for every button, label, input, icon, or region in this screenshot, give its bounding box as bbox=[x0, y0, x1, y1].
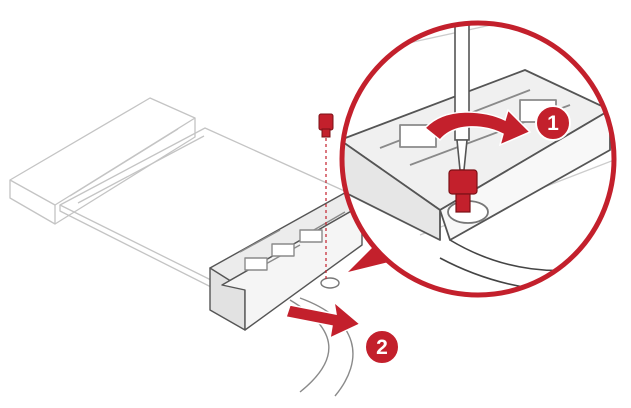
svg-text:1: 1 bbox=[547, 112, 559, 135]
rotate-arrow-icon bbox=[423, 108, 532, 147]
step-badge-2: 2 bbox=[364, 329, 400, 365]
m2-slot-connector bbox=[9, 97, 196, 225]
svg-text:2: 2 bbox=[376, 336, 388, 359]
screw-icon bbox=[318, 113, 334, 282]
zoomed-screw bbox=[448, 169, 478, 213]
step-badge-1: 1 bbox=[535, 105, 571, 141]
card-bracket bbox=[209, 189, 363, 331]
slide-arrow-icon bbox=[285, 300, 362, 340]
screwdriver-icon bbox=[454, 25, 470, 171]
